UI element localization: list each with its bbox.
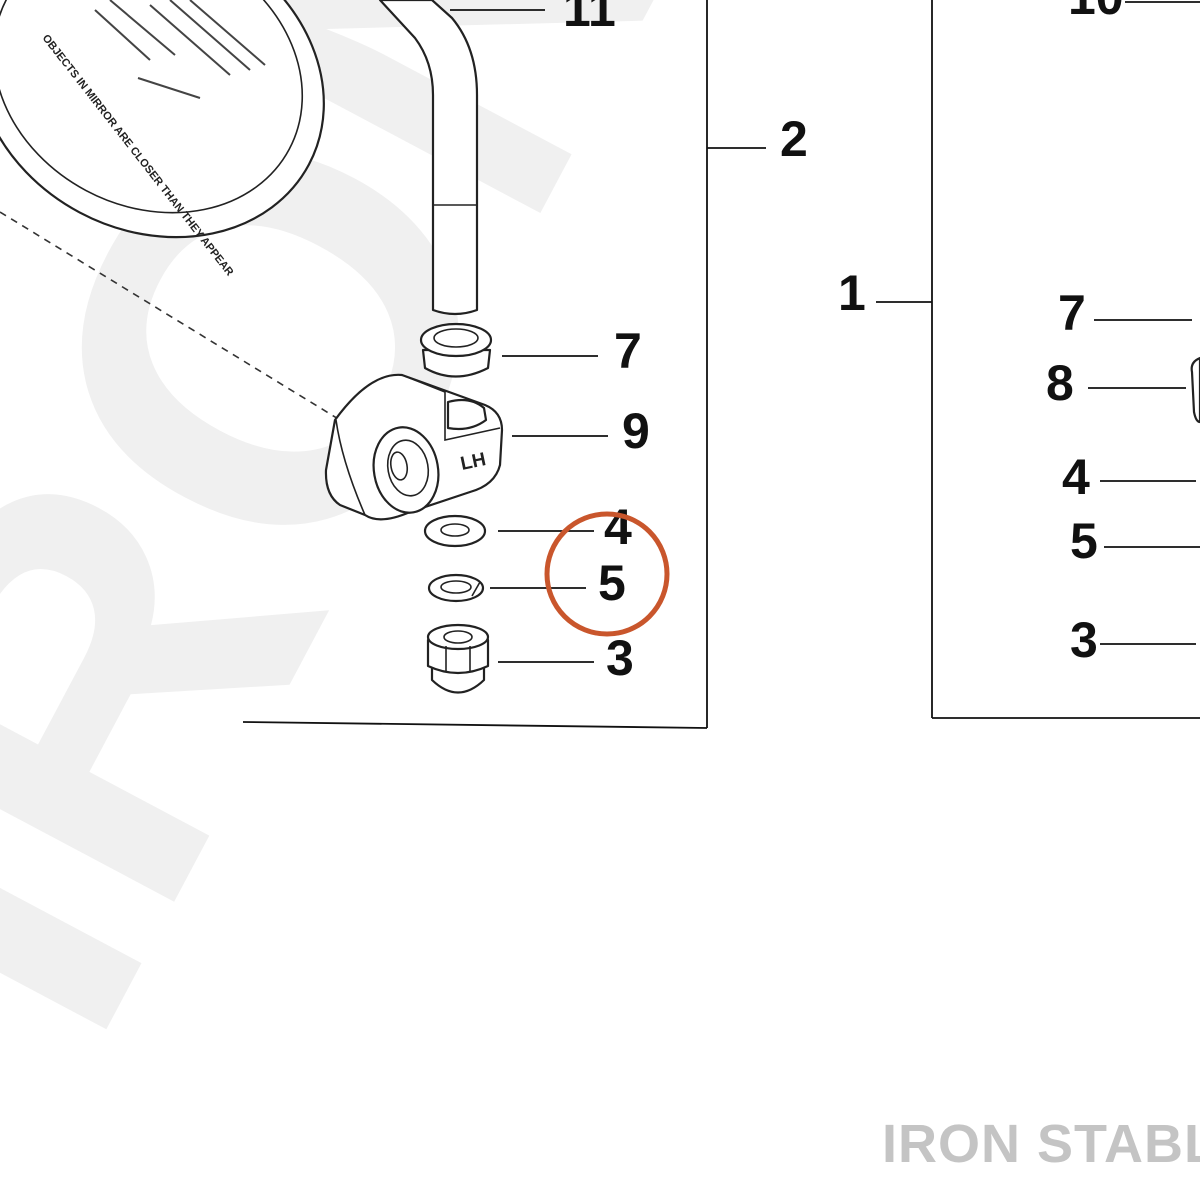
bracket-marking-lh: LH [459, 449, 488, 475]
callout-left-4: 4 [604, 499, 632, 555]
highlight-circle [544, 511, 670, 637]
cap-part-7 [419, 322, 493, 378]
acorn-nut-part-3 [426, 623, 490, 694]
dashed-reference-line [0, 211, 341, 421]
lock-washer-part-5 [427, 573, 485, 603]
callout-right-3: 3 [1070, 612, 1098, 668]
callout-left-3: 3 [606, 630, 634, 686]
callout-1: 1 [838, 265, 866, 321]
callout-right-4: 4 [1062, 449, 1090, 505]
callout-left-5: 5 [598, 555, 626, 611]
callout-right-8: 8 [1046, 355, 1074, 411]
mirror-fine-print [94, 0, 266, 99]
assembly-bracket-2 [242, 0, 766, 729]
callout-11: 11 [563, 0, 616, 37]
callout-10: 10 [1068, 0, 1124, 25]
callout-2: 2 [780, 111, 808, 167]
brand-logo-text: IRON STABLE [882, 1114, 1200, 1174]
assembly-bracket-1 [876, 0, 1200, 719]
mirror-stem [378, 0, 479, 316]
callout-9: 9 [622, 403, 650, 459]
callout-right-7: 7 [1058, 285, 1086, 341]
washer-part-4 [423, 514, 487, 548]
callout-left-7: 7 [614, 323, 642, 379]
part-8-partial [1190, 356, 1200, 424]
mirror-head: OBJECTS IN MIRROR ARE CLOSER THAN THEY A… [0, 0, 325, 278]
callout-right-5: 5 [1070, 513, 1098, 569]
bracket-part-9: LH [324, 373, 504, 521]
